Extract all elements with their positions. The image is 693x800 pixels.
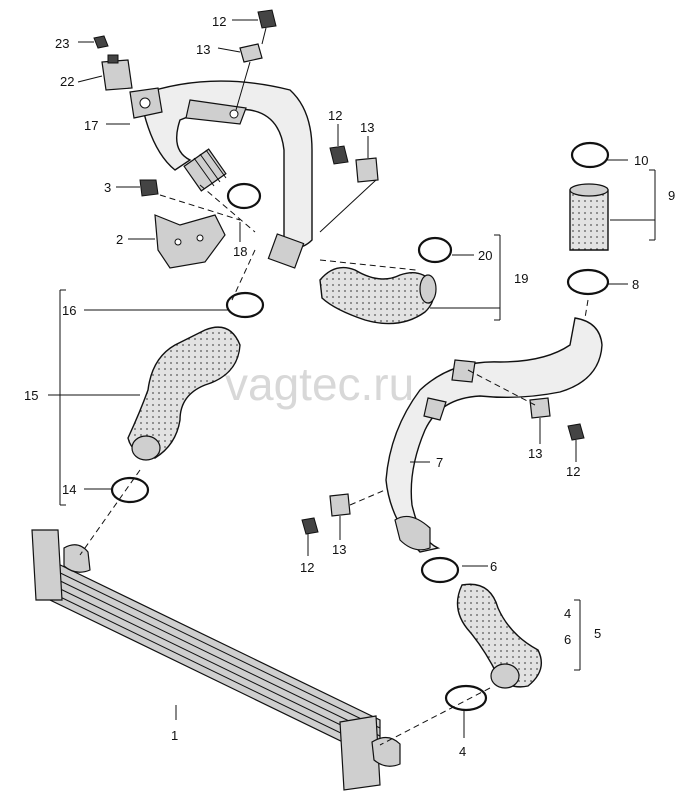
label-13-low: 13	[332, 542, 346, 557]
clamp-18	[226, 182, 262, 210]
grommet-13-mid	[355, 157, 379, 183]
label-20: 20	[478, 248, 492, 263]
label-15: 15	[24, 388, 38, 403]
hose-15	[127, 326, 241, 461]
intercooler	[31, 529, 401, 791]
bolt-12-top	[257, 9, 277, 29]
clamp-10	[570, 141, 610, 169]
grommet-13-right	[529, 397, 551, 419]
label-17: 17	[84, 118, 98, 133]
hose-19	[319, 266, 437, 325]
bolt-12-low	[301, 517, 319, 535]
bolt-12-right	[567, 423, 585, 441]
upper-charge-pipe	[129, 80, 313, 269]
label-18: 18	[233, 244, 247, 259]
label-4-group: 4	[564, 606, 571, 621]
label-14: 14	[62, 482, 76, 497]
right-charge-pipe	[385, 317, 603, 553]
label-13-right: 13	[528, 446, 542, 461]
mounting-bracket	[154, 214, 226, 269]
leader-lines	[48, 19, 656, 738]
label-1: 1	[171, 728, 178, 743]
hose-9	[569, 183, 609, 251]
label-4-bottom: 4	[459, 744, 466, 759]
label-9: 9	[668, 188, 675, 203]
clamp-6	[420, 556, 460, 584]
hose-5	[456, 583, 542, 689]
label-6-right: 6	[490, 559, 497, 574]
label-3: 3	[104, 180, 111, 195]
label-2: 2	[116, 232, 123, 247]
label-8: 8	[632, 277, 639, 292]
label-6-group: 6	[564, 632, 571, 647]
bolt-23	[93, 35, 109, 49]
label-13-mid: 13	[360, 120, 374, 135]
label-22: 22	[60, 74, 74, 89]
clamp-14	[110, 476, 150, 504]
label-19: 19	[514, 271, 528, 286]
clamp-8	[566, 268, 610, 296]
grommet-13-low	[329, 493, 351, 517]
clamp-4	[444, 684, 488, 712]
label-7: 7	[436, 455, 443, 470]
label-12-right: 12	[566, 464, 580, 479]
label-5: 5	[594, 626, 601, 641]
bolt-3	[139, 179, 159, 197]
clamp-16	[225, 291, 265, 319]
callout-labels: 12 13 23 22 17 3 2 18 12 13 16 15 14 1 2…	[24, 14, 675, 759]
label-13-top: 13	[196, 42, 210, 57]
pressure-sensor	[101, 54, 133, 91]
label-12-low: 12	[300, 560, 314, 575]
label-23: 23	[55, 36, 69, 51]
watermark-text: vagtec.ru	[225, 358, 414, 410]
clamp-20	[417, 236, 453, 264]
grommet-13-top	[239, 43, 263, 63]
label-16: 16	[62, 303, 76, 318]
label-10: 10	[634, 153, 648, 168]
bolt-12-mid	[329, 145, 349, 165]
label-12-mid: 12	[328, 108, 342, 123]
label-12-top: 12	[212, 14, 226, 29]
